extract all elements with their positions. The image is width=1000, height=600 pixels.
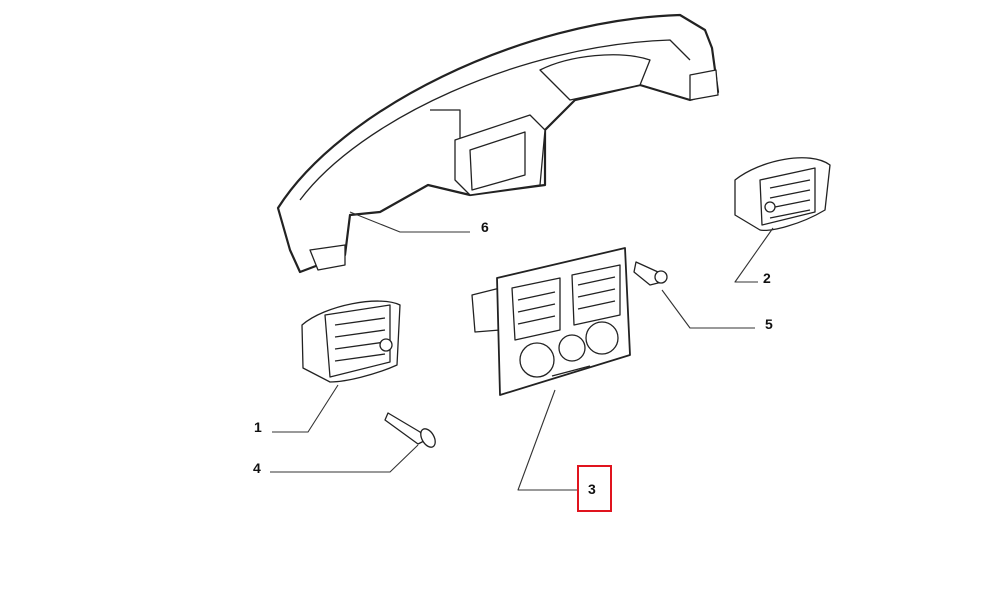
callout-5: 5 xyxy=(765,316,773,332)
callout-3: 3 xyxy=(588,481,596,497)
callout-4: 4 xyxy=(253,460,261,476)
dashboard-part-6[interactable] xyxy=(276,13,720,274)
callout-6: 6 xyxy=(481,219,489,235)
vent-part-2[interactable] xyxy=(734,157,831,231)
panel-part-3[interactable] xyxy=(471,247,631,396)
highlight-box xyxy=(577,465,612,512)
callout-1: 1 xyxy=(254,419,262,435)
bolt-part-5[interactable] xyxy=(633,261,668,286)
leader-lines xyxy=(270,211,774,491)
callout-2: 2 xyxy=(763,270,771,286)
vent-part-1[interactable] xyxy=(301,300,401,383)
screw-part-4[interactable] xyxy=(384,412,438,450)
